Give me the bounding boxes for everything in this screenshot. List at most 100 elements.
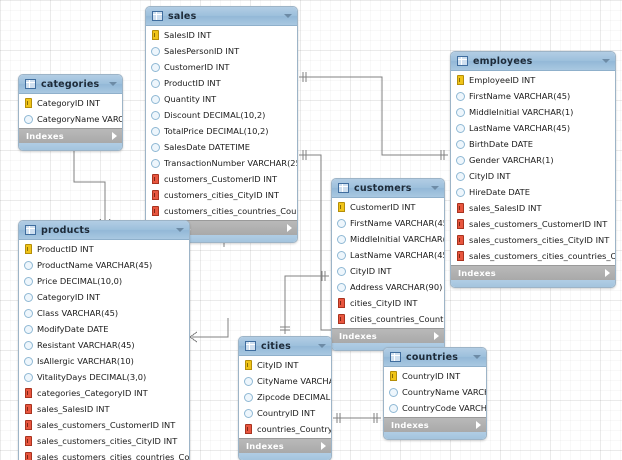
- column-row[interactable]: sales_customers_CustomerID INT: [451, 216, 615, 232]
- column-row[interactable]: Address VARCHAR(90): [332, 279, 444, 295]
- column-row[interactable]: CountryID INT: [239, 405, 331, 421]
- column-row[interactable]: CustomerID INT: [332, 199, 444, 215]
- column-row[interactable]: ProductID INT: [19, 241, 189, 257]
- column-row[interactable]: CityName VARCHAR(45): [239, 373, 331, 389]
- column-row[interactable]: CityID INT: [451, 168, 615, 184]
- table-header-customers[interactable]: customers: [332, 179, 444, 198]
- chevron-down-icon[interactable]: [431, 186, 439, 190]
- column-label: Resistant VARCHAR(45): [37, 340, 135, 350]
- table-bottom-edge: [451, 280, 615, 287]
- column-row[interactable]: TransactionNumber VARCHAR(255): [146, 155, 297, 171]
- column-row[interactable]: CategoryID INT: [19, 95, 122, 111]
- column-row[interactable]: ProductID INT: [146, 75, 297, 91]
- column-row[interactable]: countries_CountryID INT: [239, 421, 331, 437]
- column-row[interactable]: ProductName VARCHAR(45): [19, 257, 189, 273]
- column-row[interactable]: CategoryID INT: [19, 289, 189, 305]
- column-row[interactable]: EmployeeID INT: [451, 72, 615, 88]
- column-row[interactable]: categories_CategoryID INT: [19, 385, 189, 401]
- chevron-right-icon[interactable]: [112, 132, 117, 140]
- column-row[interactable]: CountryName VARCHAR(45): [384, 384, 486, 400]
- column-row[interactable]: SalesPersonID INT: [146, 43, 297, 59]
- column-row[interactable]: CategoryName VARCHAR(45): [19, 111, 122, 127]
- primary-key-icon: [390, 371, 397, 381]
- column-icon: [244, 392, 253, 402]
- column-label: CategoryID INT: [37, 98, 101, 108]
- column-row[interactable]: Class VARCHAR(45): [19, 305, 189, 321]
- column-label: CityID INT: [350, 266, 392, 276]
- column-row[interactable]: sales_customers_cities_countries_Country…: [451, 248, 615, 264]
- column-label: ProductID INT: [37, 244, 94, 254]
- column-row[interactable]: ModifyDate DATE: [19, 321, 189, 337]
- column-icon: [151, 46, 160, 56]
- table-header-products[interactable]: products: [19, 221, 189, 240]
- column-row[interactable]: VitalityDays DECIMAL(3,0): [19, 369, 189, 385]
- chevron-down-icon[interactable]: [602, 59, 610, 63]
- chevron-down-icon[interactable]: [284, 14, 292, 18]
- chevron-down-icon[interactable]: [318, 344, 326, 348]
- column-row[interactable]: customers_cities_CityID INT: [146, 187, 297, 203]
- column-row[interactable]: HireDate DATE: [451, 184, 615, 200]
- column-row[interactable]: CountryID INT: [384, 368, 486, 384]
- column-row[interactable]: cities_CityID INT: [332, 295, 444, 311]
- indexes-bar-categories[interactable]: Indexes: [19, 128, 122, 143]
- column-row[interactable]: Gender VARCHAR(1): [451, 152, 615, 168]
- table-header-categories[interactable]: categories: [19, 75, 122, 94]
- column-row[interactable]: LastName VARCHAR(45): [332, 247, 444, 263]
- chevron-right-icon[interactable]: [605, 269, 610, 277]
- column-row[interactable]: CityID INT: [239, 357, 331, 373]
- column-row[interactable]: FirstName VARCHAR(45): [332, 215, 444, 231]
- column-row[interactable]: MiddleInitial VARCHAR(1): [451, 104, 615, 120]
- column-row[interactable]: sales_customers_CustomerID INT: [19, 417, 189, 433]
- column-row[interactable]: BirthDate DATE: [451, 136, 615, 152]
- indexes-bar-employees[interactable]: Indexes: [451, 265, 615, 280]
- column-row[interactable]: customers_CustomerID INT: [146, 171, 297, 187]
- column-row[interactable]: cities_countries_CountryID INT: [332, 311, 444, 327]
- column-row[interactable]: SalesID INT: [146, 27, 297, 43]
- column-row[interactable]: sales_SalesID INT: [19, 401, 189, 417]
- indexes-bar-cities[interactable]: Indexes: [239, 438, 331, 453]
- column-row[interactable]: sales_customers_cities_countries_Country…: [19, 449, 189, 460]
- column-row[interactable]: sales_SalesID INT: [451, 200, 615, 216]
- table-header-countries[interactable]: countries: [384, 348, 486, 367]
- column-row[interactable]: Resistant VARCHAR(45): [19, 337, 189, 353]
- column-row[interactable]: sales_customers_cities_CityID INT: [19, 433, 189, 449]
- column-row[interactable]: Zipcode DECIMAL(5,0): [239, 389, 331, 405]
- column-row[interactable]: TotalPrice DECIMAL(10,2): [146, 123, 297, 139]
- indexes-bar-customers[interactable]: Indexes: [332, 328, 444, 343]
- column-row[interactable]: customers_cities_countries_CountryID INT: [146, 203, 297, 219]
- indexes-bar-countries[interactable]: Indexes: [384, 417, 486, 432]
- primary-key-icon: [338, 202, 345, 212]
- chevron-right-icon[interactable]: [476, 421, 481, 429]
- table-header-employees[interactable]: employees: [451, 52, 615, 71]
- table-header-cities[interactable]: cities: [239, 337, 331, 356]
- column-row[interactable]: SalesDate DATETIME: [146, 139, 297, 155]
- chevron-down-icon[interactable]: [109, 82, 117, 86]
- column-row[interactable]: CountryCode VARCHAR(2): [384, 400, 486, 416]
- chevron-down-icon[interactable]: [176, 228, 184, 232]
- column-row[interactable]: CustomerID INT: [146, 59, 297, 75]
- column-row[interactable]: sales_customers_cities_CityID INT: [451, 232, 615, 248]
- table-header-sales[interactable]: sales: [146, 7, 297, 26]
- chevron-down-icon[interactable]: [473, 355, 481, 359]
- column-row[interactable]: MiddleInitial VARCHAR(1): [332, 231, 444, 247]
- chevron-right-icon[interactable]: [434, 332, 439, 340]
- column-row[interactable]: CityID INT: [332, 263, 444, 279]
- column-row[interactable]: FirstName VARCHAR(45): [451, 88, 615, 104]
- column-row[interactable]: IsAllergic VARCHAR(10): [19, 353, 189, 369]
- column-row[interactable]: Quantity INT: [146, 91, 297, 107]
- chevron-right-icon[interactable]: [321, 442, 326, 450]
- chevron-right-icon[interactable]: [287, 224, 292, 232]
- column-row[interactable]: LastName VARCHAR(45): [451, 120, 615, 136]
- foreign-key-icon: [457, 251, 464, 261]
- column-row[interactable]: Price DECIMAL(10,0): [19, 273, 189, 289]
- column-row[interactable]: Discount DECIMAL(10,2): [146, 107, 297, 123]
